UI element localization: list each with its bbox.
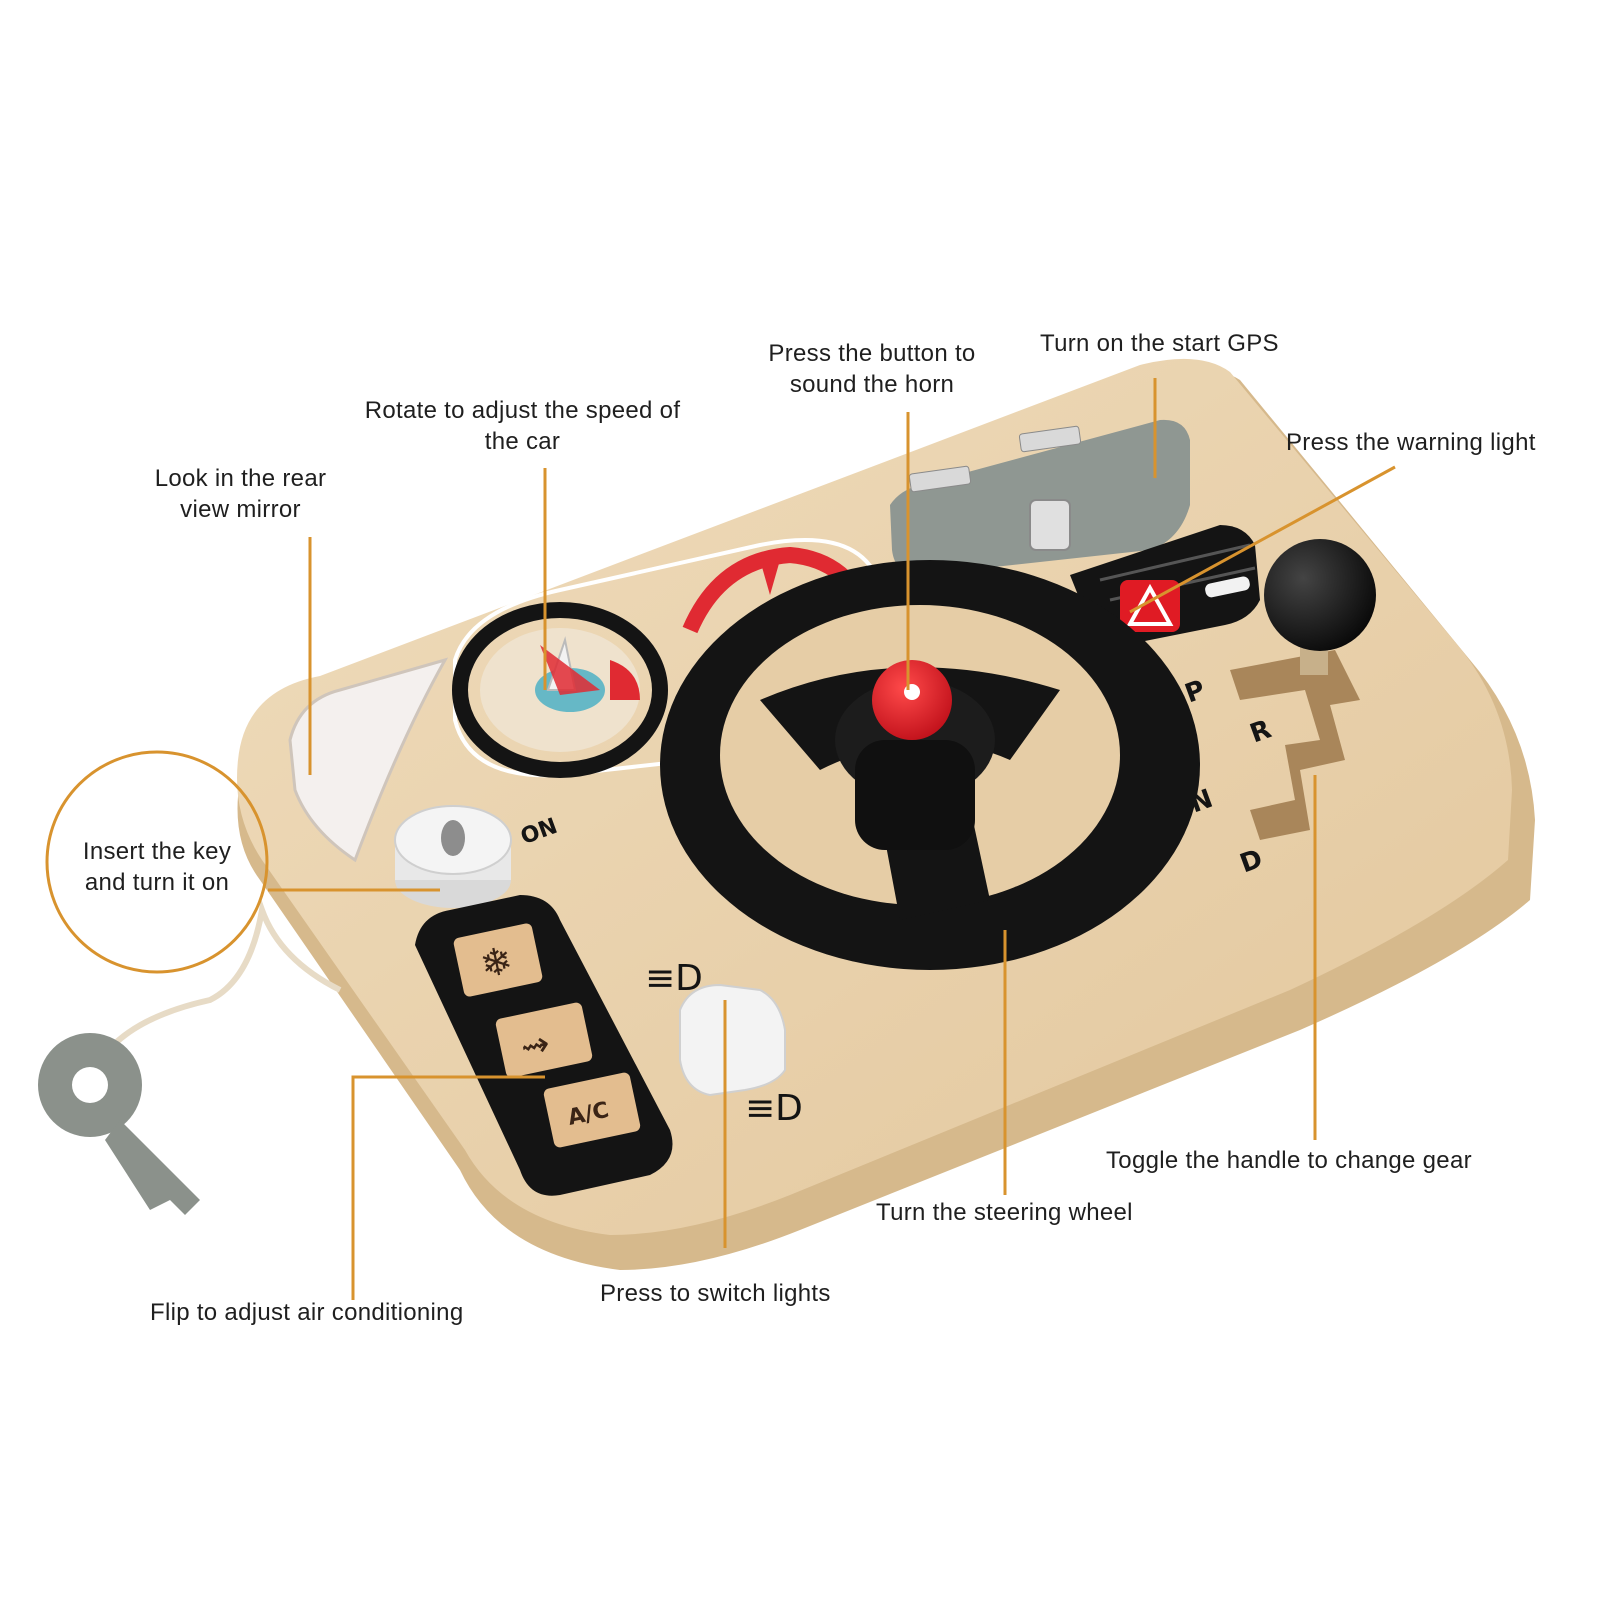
- callout-lines: [45, 378, 1396, 1300]
- airflow-button[interactable]: [495, 1002, 594, 1079]
- callout-rear-mirror: Look in the rear view mirror: [154, 465, 327, 523]
- ac-panel[interactable]: ❄ ⇝ A/C: [415, 895, 673, 1196]
- speed-gauge[interactable]: [452, 602, 668, 778]
- line-ac: [351, 1075, 545, 1300]
- light-switch[interactable]: [679, 983, 786, 1097]
- callout-key: Insert the key and turn it on: [82, 838, 232, 896]
- line-warning: [1129, 465, 1396, 614]
- callout-gear: Toggle the handle to change gear: [1106, 1147, 1472, 1174]
- callout-horn: Press the button to sound the horn: [768, 340, 976, 398]
- toy-key[interactable]: [38, 1033, 200, 1215]
- ignition-switch[interactable]: ON: [394, 805, 561, 908]
- gear-slot: [1230, 650, 1360, 840]
- headlight-icon-bottom: ≡D: [745, 1088, 803, 1129]
- callout-warning: Press the warning light: [1286, 429, 1536, 456]
- headlight-icon-top: ≡D: [645, 958, 703, 999]
- steering-wheel[interactable]: [660, 560, 1200, 970]
- rear-view-mirror[interactable]: [288, 657, 449, 863]
- key-string: [92, 898, 342, 1072]
- callout-circle-key: [45, 750, 269, 974]
- ac-button[interactable]: [543, 1072, 642, 1149]
- gear-knob[interactable]: [1264, 539, 1376, 651]
- callout-gps: Turn on the start GPS: [1040, 330, 1279, 357]
- callout-ac: Flip to adjust air conditioning: [150, 1299, 464, 1326]
- snowflake-button[interactable]: [453, 922, 544, 997]
- callout-speed: Rotate to adjust the speed of the car: [364, 397, 681, 455]
- gps-lid[interactable]: [890, 419, 1190, 575]
- callout-lights: Press to switch lights: [600, 1280, 831, 1307]
- keyhole-icon: [441, 820, 465, 856]
- callout-steering: Turn the steering wheel: [876, 1199, 1133, 1226]
